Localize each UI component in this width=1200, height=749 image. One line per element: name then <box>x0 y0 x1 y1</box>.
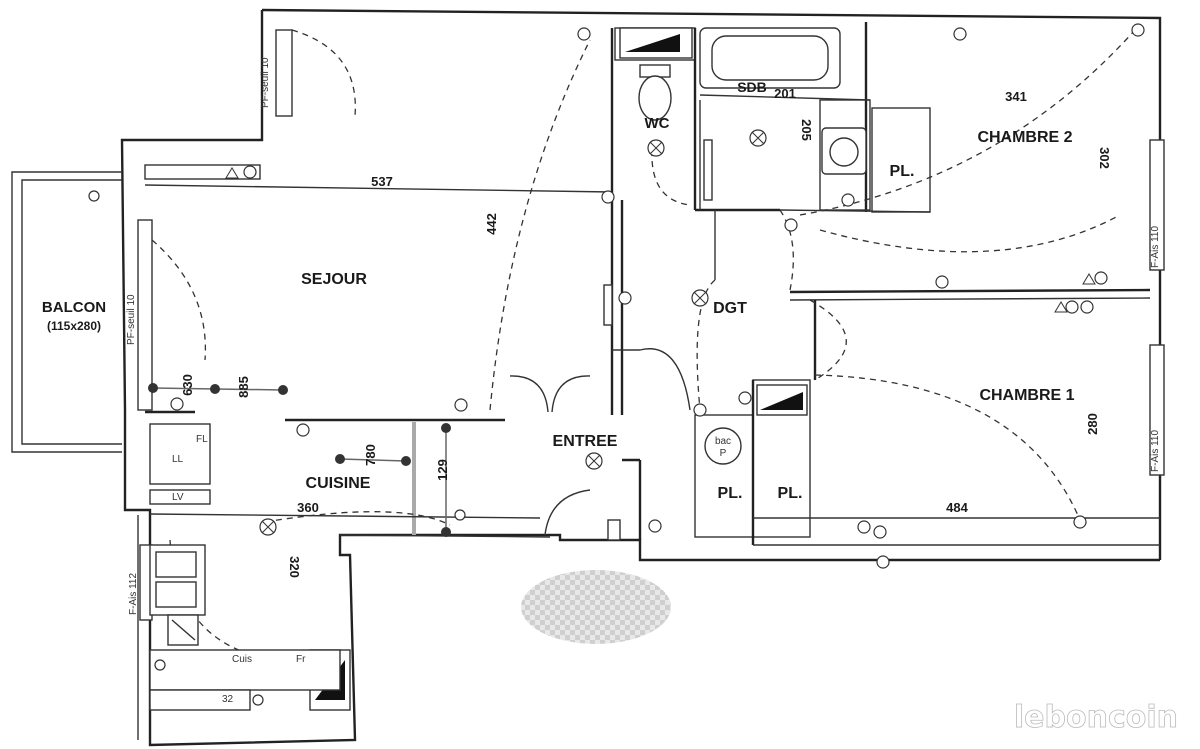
fixtures: bac P <box>144 27 867 711</box>
socket-icon <box>1073 515 1087 529</box>
socket-icon <box>252 694 264 706</box>
dim-chambre2-width: 341 <box>1005 89 1027 104</box>
measure-point <box>278 385 288 395</box>
socket-icon <box>454 509 466 521</box>
window-tag-chambre2: F-Ais 110 <box>1150 226 1161 268</box>
dim-sejour-width: 537 <box>371 174 393 189</box>
dim-cuisine-depth: 320 <box>287 556 302 578</box>
light-point-icon <box>259 518 277 536</box>
electrical-symbols <box>88 23 1145 706</box>
fridge-tag: Fr <box>296 654 306 665</box>
socket-icon <box>873 525 887 539</box>
light-point-icon <box>585 452 603 470</box>
socket-icon <box>841 193 855 207</box>
dimensions: 537 442 360 320 201 205 341 302 484 280 … <box>222 86 1112 705</box>
measure-label-m4: 129 <box>435 459 450 481</box>
room-label-wc: WC <box>645 115 670 132</box>
room-label-chambre1: CHAMBRE 1 <box>979 387 1074 404</box>
room-label-placard-chambre2: PL. <box>890 163 915 180</box>
fixture-tags: LV Cuis Fr LL FL <box>172 434 306 665</box>
tv-socket-icon <box>1082 273 1096 285</box>
room-label-entree: ENTREE <box>553 433 618 450</box>
measure-label-m2: 885 <box>236 376 251 398</box>
cooktop-tag: Cuis <box>232 654 252 665</box>
washer-tag: LL <box>172 454 184 465</box>
room-label-placard-chambre1: PL. <box>778 485 803 502</box>
socket-icon <box>243 165 257 179</box>
dim-sdb-depth: 205 <box>799 119 814 141</box>
window-tag-sejour-left: PF-seuil 10 <box>126 294 137 345</box>
socket-icon <box>1065 300 1079 314</box>
dim-chambre1-depth: 280 <box>1085 413 1100 435</box>
window-tag-sejour-top: PF-seuil 10 <box>260 57 271 108</box>
measure-label-m3: 780 <box>363 444 378 466</box>
tv-socket-icon <box>225 167 239 179</box>
socket-icon <box>1131 23 1145 37</box>
light-point-icon <box>691 289 709 307</box>
room-label-sdb: SDB <box>737 79 767 95</box>
room-label-placard-entree: PL. <box>718 485 743 502</box>
window-tag-chambre1: F-Ais 110 <box>1150 430 1161 472</box>
measure-point <box>210 384 220 394</box>
socket-icon <box>953 27 967 41</box>
ballon-label-2: P <box>720 448 727 459</box>
socket-icon <box>454 398 468 412</box>
leboncoin-watermark: leboncoin <box>1014 700 1178 735</box>
socket-icon <box>876 555 890 569</box>
socket-icon <box>1080 300 1094 314</box>
socket-icon <box>935 275 949 289</box>
socket-icon <box>577 27 591 41</box>
measure-point <box>441 527 451 537</box>
interior-walls <box>144 22 1160 546</box>
dishwasher-tag: LV <box>172 492 184 503</box>
socket-icon <box>648 519 662 533</box>
dim-chambre2-depth: 302 <box>1097 147 1112 169</box>
measure-point <box>441 423 451 433</box>
measure-point <box>335 454 345 464</box>
socket-icon <box>693 403 707 417</box>
socket-icon <box>784 218 798 232</box>
window-tag-cuisine: F-Ais 112 <box>128 573 139 615</box>
windows: PF-seuil 10 PF-seuil 10 F-Ais 110 F-Ais … <box>126 29 1165 621</box>
dim-cuisine-width: 360 <box>297 500 319 515</box>
door-swings <box>151 29 1136 664</box>
measure-point <box>401 456 411 466</box>
light-point-icon <box>749 129 767 147</box>
ballon-label-1: bac <box>715 436 731 447</box>
balcon-label: BALCON <box>42 299 106 316</box>
socket-icon <box>857 520 871 534</box>
room-label-chambre2: CHAMBRE 2 <box>977 129 1072 146</box>
dim-bottom-small: 32 <box>222 694 234 705</box>
fl-tag: FL <box>196 434 208 445</box>
dim-chambre1-width: 484 <box>946 500 968 515</box>
socket-icon <box>154 659 166 671</box>
dim-sdb-width: 201 <box>774 86 796 101</box>
room-label-cuisine: CUISINE <box>306 475 371 492</box>
tv-socket-icon <box>1054 301 1068 313</box>
dim-sejour-depth: 442 <box>484 213 499 235</box>
socket-icon <box>738 391 752 405</box>
room-labels: SEJOUR CUISINE ENTREE DGT WC SDB CHAMBRE… <box>301 79 1075 502</box>
room-label-dgt: DGT <box>713 300 747 317</box>
measurement-markers: 630 885 780 129 <box>148 374 451 537</box>
measure-label-m1: 630 <box>180 374 195 396</box>
measure-point <box>148 383 158 393</box>
light-point-icon <box>647 139 665 157</box>
socket-icon <box>618 291 632 305</box>
balcon-size-label: (115x280) <box>47 319 101 333</box>
socket-icon <box>170 397 184 411</box>
socket-icon <box>88 190 100 202</box>
room-label-sejour: SEJOUR <box>301 271 367 288</box>
socket-icon <box>296 423 310 437</box>
socket-icon <box>601 190 615 204</box>
redacted-blur-patch <box>521 570 671 644</box>
balcony: BALCON (115x280) <box>11 171 122 453</box>
socket-icon <box>1094 271 1108 285</box>
